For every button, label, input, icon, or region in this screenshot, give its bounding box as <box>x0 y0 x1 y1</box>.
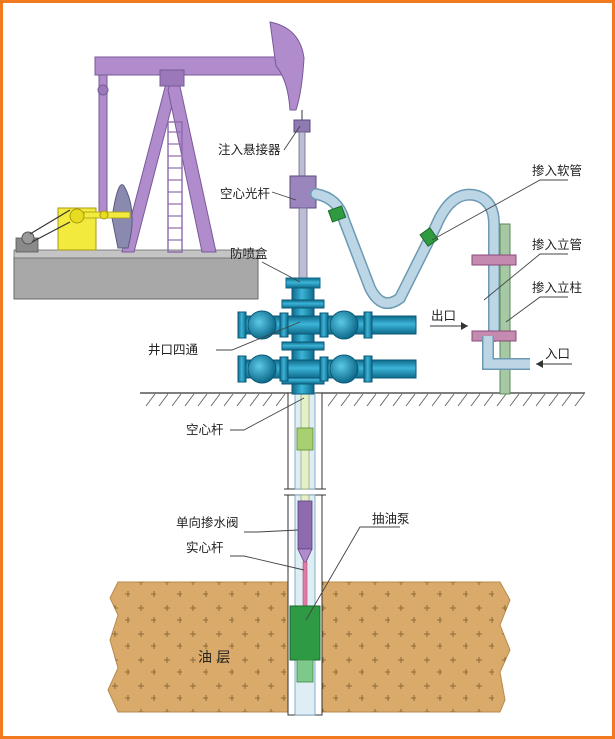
ground-hatch-mark <box>210 393 221 407</box>
ground-hatch-mark <box>444 393 455 407</box>
label-check-valve: 单向掺水阀 <box>176 515 239 530</box>
wellhead-cross <box>237 277 417 395</box>
ground-hatch-mark <box>249 393 260 407</box>
ground-hatch-mark <box>236 393 247 407</box>
label-oil-pump: 抽油泵 <box>372 511 410 526</box>
pumpjack <box>13 21 305 300</box>
ground-hatch-mark <box>405 393 416 407</box>
hollow-rod <box>296 392 314 502</box>
ground-hatch-mark <box>262 393 273 407</box>
leader-lines <box>216 125 568 621</box>
label-injection-column: 掺入立柱 <box>532 280 582 295</box>
injection-hanger <box>293 119 311 177</box>
ground-hatch-mark <box>327 393 338 407</box>
label-injection-standpipe: 掺入立管 <box>532 237 582 252</box>
ground-hatch-mark <box>197 393 208 407</box>
ground-hatch-mark <box>379 393 390 407</box>
ground-hatch-mark <box>223 393 234 407</box>
ground-hatch-mark <box>509 393 520 407</box>
ground-hatch-mark <box>366 393 377 407</box>
injection-standpipe <box>471 254 530 370</box>
ground-hatch-mark <box>171 393 182 407</box>
label-outlet: 出口 <box>431 308 456 323</box>
ground-hatch-mark <box>574 393 585 407</box>
ground-hatch-mark <box>184 393 195 407</box>
label-injection-hose: 掺入软管 <box>532 163 582 178</box>
ground-hatch-mark <box>418 393 429 407</box>
injection-column <box>499 223 511 395</box>
ground-hatch-mark <box>145 393 156 407</box>
ground-hatch-mark <box>457 393 468 407</box>
label-inlet: 入口 <box>545 346 570 361</box>
ground-hatch-mark <box>548 393 559 407</box>
solid-rod <box>302 561 308 607</box>
label-injection-hanger: 注入悬接器 <box>218 142 281 157</box>
inlet-arrow <box>536 360 572 368</box>
label-hollow-polished-rod: 空心光杆 <box>220 186 271 201</box>
ground-hatch-mark <box>470 393 481 407</box>
ground-hatch-mark <box>535 393 546 407</box>
ground-hatch-mark <box>340 393 351 407</box>
label-oil-layer: 油 层 <box>198 650 230 666</box>
ground-hatch-mark <box>431 393 442 407</box>
ground-hatch-mark <box>522 393 533 407</box>
label-wellhead-cross: 井口四通 <box>148 342 199 357</box>
ground-surface <box>140 392 585 407</box>
ground-hatch-mark <box>483 393 494 407</box>
ground-hatch-mark <box>496 393 507 407</box>
label-solid-rod: 实心杆 <box>186 540 224 555</box>
ground-hatch-mark <box>392 393 403 407</box>
label-stuffing-box: 防喷盒 <box>230 246 268 261</box>
ground-hatch-mark <box>158 393 169 407</box>
check-valve <box>297 500 313 563</box>
ground-hatch-mark <box>275 393 286 407</box>
outlet-arrow <box>430 322 468 330</box>
ground-hatch-mark <box>353 393 364 407</box>
oil-pump <box>289 605 321 683</box>
ground-hatch-mark <box>561 393 572 407</box>
injection-hose <box>310 188 500 342</box>
label-hollow-rod: 空心杆 <box>186 422 224 437</box>
